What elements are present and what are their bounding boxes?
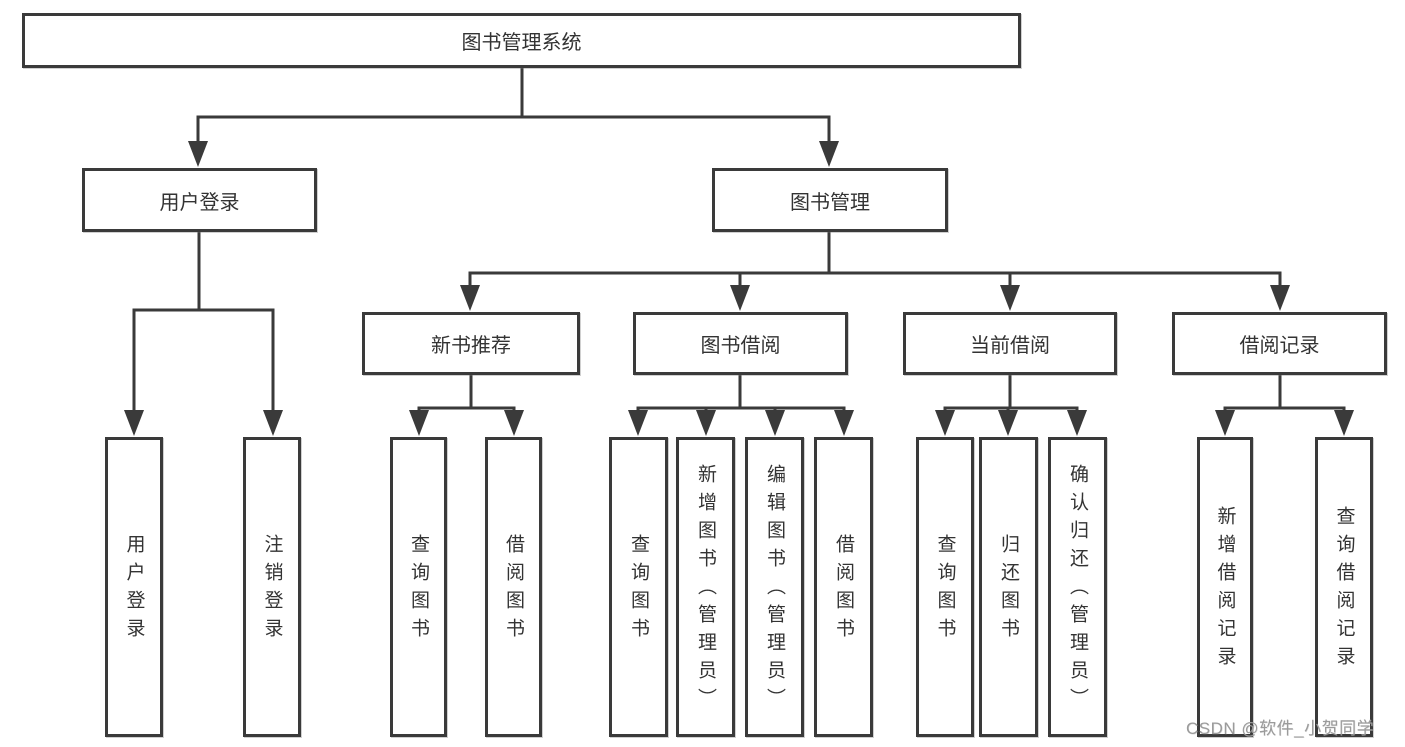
current-borrow-branch-connectors: [935, 375, 1087, 436]
arrow-down-icon: [409, 410, 429, 436]
arrow-down-icon: [1215, 410, 1235, 436]
node-leaf-add-borrow-record: 新增借阅记录: [1197, 437, 1253, 737]
book-mgmt-branch-connectors: [460, 232, 1290, 311]
arrow-down-icon: [1000, 285, 1020, 311]
node-leaf-borrow-books: 借阅图书: [814, 437, 873, 737]
node-leaf-borrow-books-rec: 借阅图书: [485, 437, 542, 737]
arrow-down-icon: [730, 285, 750, 311]
csdn-watermark: CSDN @软件_小贺同学: [1186, 719, 1375, 738]
node-current-borrow: 当前借阅: [903, 312, 1117, 375]
arrow-down-icon: [1334, 410, 1354, 436]
node-leaf-edit-books-admin: 编辑图书（管理员）: [745, 437, 804, 737]
node-leaf-query-books-current: 查询图书: [916, 437, 974, 737]
arrow-down-icon: [765, 410, 785, 436]
node-leaf-user-login: 用户登录: [105, 437, 163, 737]
arrow-down-icon: [834, 410, 854, 436]
node-leaf-return-books: 归还图书: [979, 437, 1038, 737]
node-leaf-confirm-return-admin: 确认归还（管理员）: [1048, 437, 1107, 737]
node-root-system: 图书管理系统: [22, 13, 1021, 68]
arrow-down-icon: [819, 141, 839, 167]
node-leaf-query-books-rec: 查询图书: [390, 437, 447, 737]
node-leaf-query-borrow-record: 查询借阅记录: [1315, 437, 1373, 737]
node-leaf-query-books: 查询图书: [609, 437, 668, 737]
node-book-management: 图书管理: [712, 168, 948, 232]
arrow-down-icon: [998, 410, 1018, 436]
root-to-level2-connectors: [188, 68, 839, 167]
book-borrow-branch-connectors: [628, 375, 854, 436]
node-leaf-logout: 注销登录: [243, 437, 301, 737]
node-user-login: 用户登录: [82, 168, 317, 232]
arrow-down-icon: [460, 285, 480, 311]
arrow-down-icon: [696, 410, 716, 436]
new-rec-branch-connectors: [409, 375, 524, 436]
node-leaf-add-books-admin: 新增图书（管理员）: [676, 437, 735, 737]
records-branch-connectors: [1215, 375, 1354, 436]
arrow-down-icon: [1067, 410, 1087, 436]
arrow-down-icon: [628, 410, 648, 436]
arrow-down-icon: [124, 410, 144, 436]
arrow-down-icon: [935, 410, 955, 436]
arrow-down-icon: [263, 410, 283, 436]
user-login-branch-connectors: [124, 232, 283, 436]
arrow-down-icon: [504, 410, 524, 436]
node-new-book-recommend: 新书推荐: [362, 312, 580, 375]
arrow-down-icon: [188, 141, 208, 167]
node-borrow-records: 借阅记录: [1172, 312, 1387, 375]
node-book-borrow: 图书借阅: [633, 312, 848, 375]
arrow-down-icon: [1270, 285, 1290, 311]
